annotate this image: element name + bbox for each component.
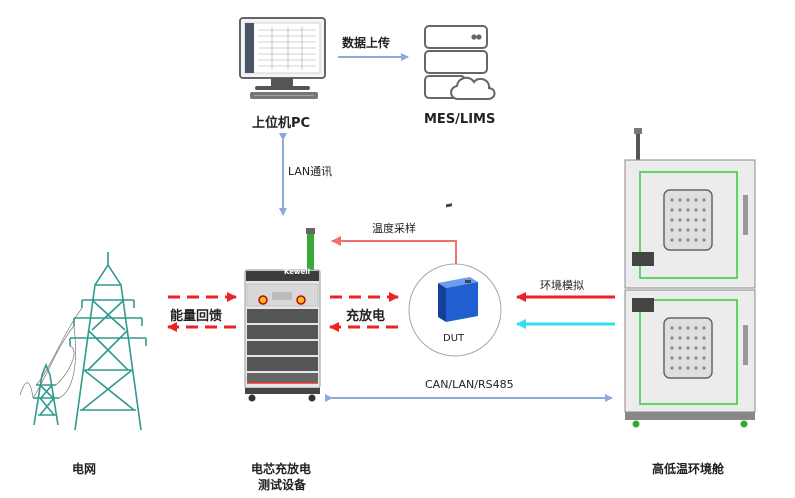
chamber-label: 高低温环境舱 <box>652 462 725 476</box>
tester-cabinet <box>244 228 321 402</box>
tester-label-line1: 电芯充放电 <box>251 462 312 476</box>
energy-feedback-label: 能量回馈 <box>170 309 223 324</box>
env-sim-label: 环境模拟 <box>540 279 584 292</box>
data-upload-label: 数据上传 <box>342 36 391 50</box>
grid-label: 电网 <box>72 462 97 476</box>
comm-label: CAN/LAN/RS485 <box>425 378 514 391</box>
power-lines <box>19 307 83 399</box>
temp-sampling-arrow <box>331 236 457 268</box>
server-cloud-icon <box>424 25 496 100</box>
charge-discharge-label: 充放电 <box>346 309 386 324</box>
dut-label: DUT <box>443 333 465 344</box>
temp-sampling-label: 温度采样 <box>372 222 416 235</box>
pc-label: 上位机PC <box>252 116 311 131</box>
power-tower-icon <box>33 252 147 431</box>
dut-node <box>408 203 502 357</box>
lan-label: LAN通讯 <box>288 165 333 178</box>
pc-icon <box>239 17 326 99</box>
mes-label: MES/LIMS <box>424 112 496 127</box>
environment-chamber <box>624 128 756 428</box>
brand-logo-text: Kewell <box>284 268 311 276</box>
tester-label-line2: 测试设备 <box>258 478 307 492</box>
